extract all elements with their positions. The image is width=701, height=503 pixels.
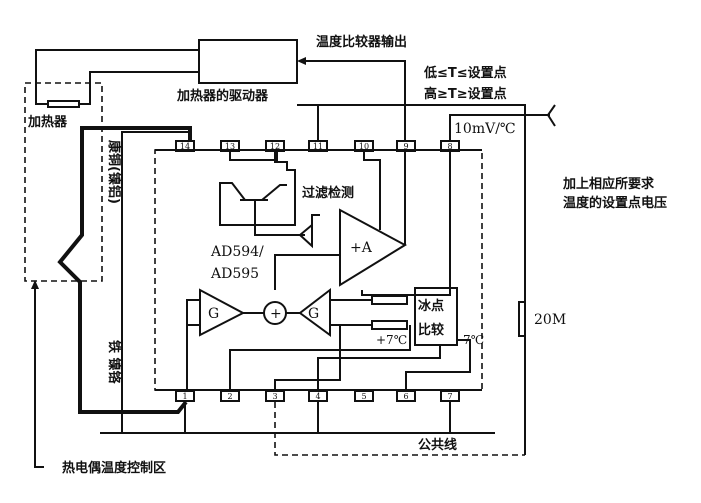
chip-name-1: AD594/ <box>210 244 264 260</box>
resistor-label: 20M <box>534 312 566 328</box>
gain-wires <box>186 299 411 390</box>
high-condition-label: 高≥T≥设置点 <box>424 86 507 102</box>
pin-3 <box>265 390 285 402</box>
zone-label: 热电偶温度控制区 <box>62 460 166 476</box>
plus7-label: +7℃ <box>376 333 407 347</box>
pin-label: 9 <box>403 142 408 151</box>
driver-pin11-line <box>297 104 405 142</box>
pin-2 <box>220 390 240 402</box>
pin-label: 7 <box>447 392 452 401</box>
gain-amp-left <box>199 288 246 337</box>
filter-output <box>311 214 320 235</box>
pin-label: 11 <box>313 142 323 151</box>
resistor-20m <box>518 301 526 337</box>
sum-label: + <box>270 306 282 322</box>
comparator-output-line <box>302 60 406 142</box>
pin-label: 6 <box>403 392 408 401</box>
chip-name-2: AD595 <box>210 266 259 282</box>
ice-point-wires <box>317 339 471 390</box>
heater-element <box>47 100 80 108</box>
zone-arrow <box>34 286 44 468</box>
pin-6 <box>396 390 416 402</box>
pin-label: 1 <box>182 392 187 401</box>
pin-4 <box>308 390 328 402</box>
amp-a <box>339 208 408 287</box>
comparator-output-label: 温度比较器输出 <box>316 34 407 50</box>
pin-14 <box>175 140 195 152</box>
common-line <box>100 402 495 434</box>
amp-a-wires <box>274 150 451 296</box>
pin-7 <box>440 390 460 402</box>
heater-label: 加热器 <box>27 114 68 130</box>
constantan-lead <box>121 131 190 433</box>
pin-5 <box>354 390 374 402</box>
setpoint-label-2: 温度的设置点电压 <box>563 195 667 211</box>
resistor-plus7 <box>371 295 408 305</box>
common-line-label: 公共线 <box>418 437 457 453</box>
arrow-head <box>297 57 306 65</box>
setpoint-line <box>405 104 526 455</box>
gain-amp-right <box>298 287 331 337</box>
filter-buffer <box>298 222 313 249</box>
heater-wire <box>35 49 199 105</box>
ice-point-label-1: 冰点 <box>418 298 444 314</box>
pin-label: 13 <box>225 142 235 151</box>
thermocouple-wire <box>57 126 192 414</box>
control-zone-boundary <box>24 82 103 282</box>
ice-point-label-2: 比较 <box>418 322 444 338</box>
pin-label: 10 <box>359 142 369 151</box>
pin-label: 2 <box>227 392 232 401</box>
heater-driver-box <box>198 39 298 84</box>
filter-detect-label: 过滤检测 <box>302 185 354 201</box>
setpoint-label-1: 加上相应所要求 <box>562 176 655 192</box>
pin-label: 8 <box>447 142 452 151</box>
pin3-dashed <box>274 402 525 456</box>
resistor-minus7 <box>371 320 408 330</box>
gain-right-label: G <box>308 306 319 322</box>
input-connector <box>525 104 556 127</box>
pin-label: 3 <box>272 392 277 401</box>
pin-1 <box>175 390 195 402</box>
low-condition-label: 低≤T≤设置点 <box>423 65 507 81</box>
scale-label: 10mV/℃ <box>454 121 516 137</box>
gain-left-label: G <box>208 306 219 322</box>
pin-label: 12 <box>270 142 280 151</box>
minus7-label: -7℃ <box>459 333 484 347</box>
filter-circuit <box>219 150 305 236</box>
pin-11 <box>308 140 328 152</box>
amp-a-label: +A <box>350 240 373 256</box>
iron-chromel-label: 铁 镍铬 <box>106 339 122 385</box>
pin-label: 14 <box>180 142 190 151</box>
pin-label: 5 <box>361 392 366 401</box>
heater-driver-label: 加热器的驱动器 <box>176 88 269 104</box>
ice-point-box <box>414 287 458 346</box>
pin-label: 4 <box>315 392 320 401</box>
constantan-label: 康铜(镍铝) <box>106 140 122 204</box>
